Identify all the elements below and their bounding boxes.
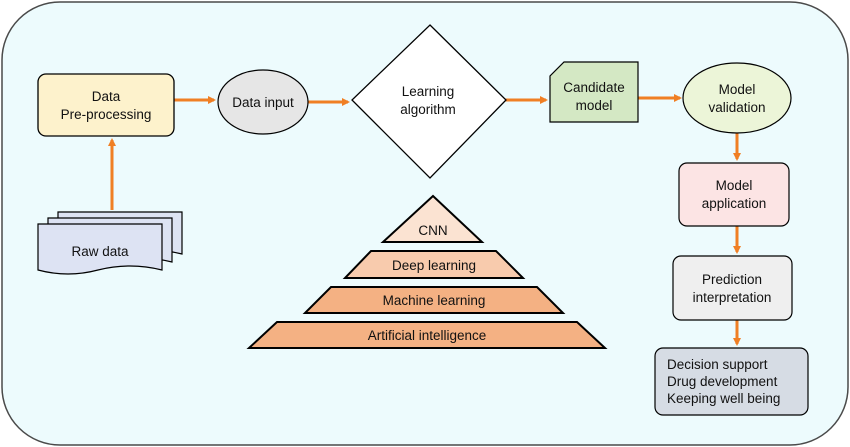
outcome-keeping-well-being: Keeping well being [667, 391, 780, 406]
candidate-model-label-line1: Candidate [563, 80, 625, 95]
prediction-interpretation-label-line2: interpretation [693, 290, 772, 305]
candidate-model-label-line2: model [576, 98, 613, 113]
model-validation-label-line1: Model [719, 82, 756, 97]
pyramid-label-cnn: CNN [418, 223, 447, 238]
model-application-label-line2: application [702, 196, 767, 211]
prediction-interpretation-label-line1: Prediction [702, 272, 762, 287]
learning-algorithm-label-line1: Learning [402, 84, 455, 99]
node-prediction-interpretation: Prediction interpretation [672, 255, 793, 321]
pyramid-label-machine-learning: Machine learning [383, 293, 486, 308]
flow-arrows [108, 94, 741, 346]
pyramid-layer-deep-learning [342, 250, 526, 279]
outcome-decision-support: Decision support [667, 357, 768, 372]
pyramid-layer-artificial-intelligence [246, 321, 608, 349]
node-model-validation: Model validation [682, 62, 792, 134]
learning-algorithm-label-line2: algorithm [400, 102, 456, 117]
node-raw-data: Raw data [37, 211, 183, 275]
pyramid-label-deep-learning: Deep learning [392, 258, 476, 273]
node-data-input: Data input [217, 69, 309, 135]
pyramid-layer-cnn [380, 194, 485, 243]
node-outcomes: Decision support Drug development Keepin… [654, 347, 809, 416]
raw-data-label: Raw data [71, 244, 129, 259]
model-validation-label-line2: validation [708, 100, 765, 115]
model-application-label-line1: Model [716, 178, 753, 193]
pyramid-layer-machine-learning [302, 286, 566, 314]
ai-pyramid: CNN Deep learning Machine learning Artif… [246, 194, 608, 349]
pyramid-label-artificial-intelligence: Artificial intelligence [368, 328, 487, 343]
node-data-preprocessing: Data Pre-processing [37, 73, 175, 137]
data-input-label: Data input [232, 95, 294, 110]
node-learning-algorithm: Learning algorithm [351, 24, 507, 179]
node-model-application: Model application [678, 162, 790, 227]
outcome-drug-development: Drug development [667, 374, 778, 389]
node-candidate-model: Candidate model [549, 61, 639, 123]
preprocess-label-line1: Data [92, 89, 121, 104]
preprocess-label-line2: Pre-processing [61, 107, 152, 122]
